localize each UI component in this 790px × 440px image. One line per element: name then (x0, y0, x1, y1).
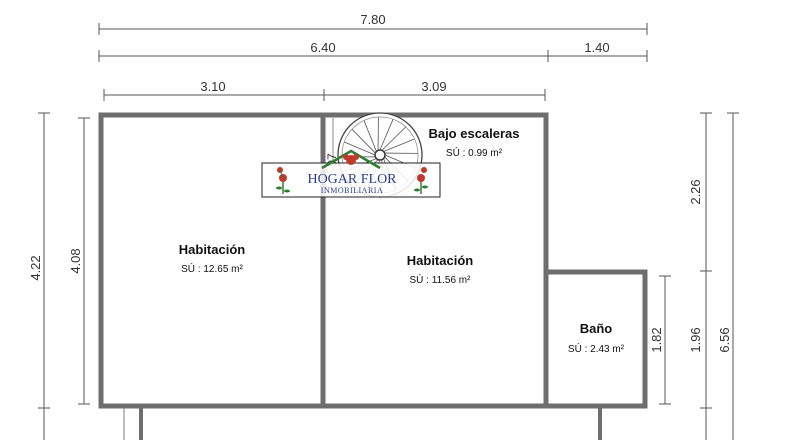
dim-inner-left-label: 3.10 (200, 79, 225, 94)
dim-top-total: 7.80 (98, 12, 648, 35)
flower-icon (276, 167, 290, 194)
room-name: Baño (580, 321, 613, 336)
room-habitacion-left: Habitación SÚ : 12.65 m² (179, 242, 246, 275)
dim-left-inner: 4.08 (68, 117, 90, 405)
room-name: Bajo escaleras (428, 126, 519, 141)
dim-right-total: 6.56 (717, 112, 739, 440)
stair-tread (351, 129, 376, 154)
dim-right-lower-label: 1.96 (688, 327, 703, 352)
stair-tread (344, 141, 376, 156)
dim-left-outer: 4.22 (28, 112, 50, 440)
room-area: SÚ : 2.43 m² (568, 342, 625, 355)
dim-right-upper-label: 2.26 (688, 179, 703, 204)
logo-subtitle: INMOBILIARIA (321, 186, 383, 195)
dim-right-split: 2.26 1.96 (688, 112, 712, 440)
house-icon (321, 149, 381, 170)
dim-bath-height: 1.82 (649, 275, 671, 405)
room-habitacion-right: Habitación SÚ : 11.56 m² (407, 253, 474, 286)
dim-top-total-label: 7.80 (360, 12, 385, 27)
dim-inner-split: 3.10 3.09 (103, 79, 546, 101)
dim-bath-height-label: 1.82 (649, 327, 664, 352)
hogar-flor-logo: HOGAR FLOR INMOBILIARIA (261, 149, 441, 198)
dim-inner-right-label: 3.09 (421, 79, 446, 94)
room-area: SÚ : 12.65 m² (181, 262, 243, 275)
stair-tread (363, 120, 377, 152)
dim-top-right-label: 1.40 (584, 40, 609, 55)
room-bajo-escaleras: Bajo escaleras SÚ : 0.99 m² (428, 126, 519, 159)
room-name: Habitación (179, 242, 246, 257)
stair-tread (381, 126, 406, 151)
room-bano: Baño SÚ : 2.43 m² (568, 321, 625, 355)
logo-title: HOGAR FLOR (307, 172, 397, 187)
dim-left-outer-label: 4.22 (28, 255, 43, 280)
dim-top-left-label: 6.40 (310, 40, 335, 55)
outer-wall (98, 112, 648, 409)
dim-left-inner-label: 4.08 (68, 248, 83, 273)
room-area: SÚ : 11.56 m² (410, 273, 472, 286)
dim-top-split: 6.40 1.40 (98, 40, 648, 62)
stair-tread (379, 119, 394, 151)
stair-tread (383, 138, 415, 152)
dim-right-total-label: 6.56 (717, 327, 732, 352)
room-name: Habitación (407, 253, 474, 268)
flower-icon (414, 167, 428, 194)
room-area: SÚ : 0.99 m² (446, 146, 503, 159)
